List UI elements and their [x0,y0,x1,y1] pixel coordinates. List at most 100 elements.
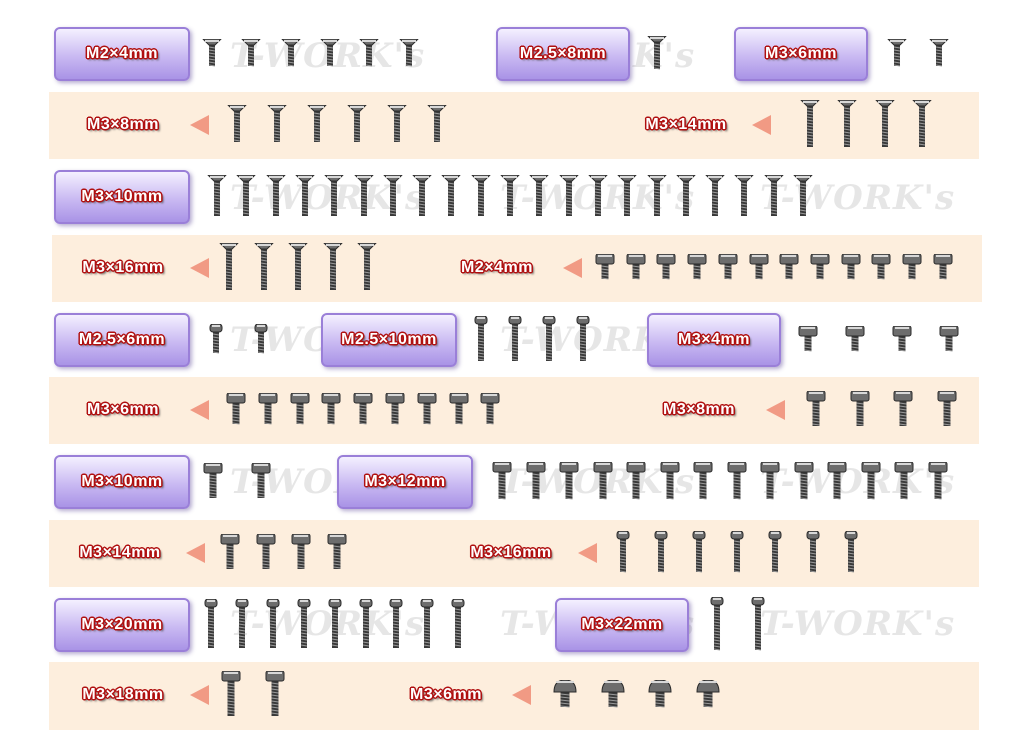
size-label: M2.5×8mm [519,45,607,62]
screw-icon [885,38,909,74]
screw-icon [859,461,883,507]
screw-icon [288,392,312,432]
screw-icon [381,174,405,224]
size-label: M3×8mm [663,401,735,418]
screw-icon [345,104,369,150]
screw-icon [352,174,376,224]
screw-icon [615,174,639,224]
arrow-left-icon [190,685,209,705]
size-label: M3×18mm [82,686,164,703]
screw-icon [357,38,381,74]
screw-icon [319,392,343,432]
size-label: M3×6mm [410,686,482,703]
screw-icon [703,174,727,224]
screw-icon [439,174,463,224]
screw-icon [286,242,310,298]
size-label: M3×22mm [581,616,663,633]
screw-icon [201,462,225,506]
watermark: T-WORK's [230,604,426,644]
arrow-left-icon [578,543,597,563]
screw-icon [648,679,672,715]
arrow-left-icon [190,258,209,278]
screw-icon [385,104,409,150]
arrow-left-icon [563,258,582,278]
screw-icon [325,533,349,577]
screw-icon [293,174,317,224]
screw-icon [586,174,610,224]
screw-icon [478,392,502,432]
size-label: M3×6mm [765,45,837,62]
screw-icon [571,315,595,369]
screw-icon [498,174,522,224]
screw-icon [469,174,493,224]
screw-icon [204,323,228,361]
screw-icon [725,530,749,580]
arrow-left-icon [512,685,531,705]
screw-icon [674,174,698,224]
screw-icon [553,679,577,715]
size-badge: M3×20mm [54,598,190,652]
size-label: M3×16mm [82,259,164,276]
screw-icon [415,392,439,432]
screw-icon [835,99,859,155]
screw-icon [254,533,278,577]
screw-icon [225,104,249,150]
screw-icon [218,533,242,577]
screw-icon [447,392,471,432]
screw-icon [469,315,493,369]
size-badge: M3×10mm [54,455,190,509]
screw-icon [685,253,709,287]
screw-icon [601,679,625,715]
screw-icon [230,598,254,656]
screw-icon [798,99,822,155]
screw-icon [931,253,955,287]
screw-icon [624,461,648,507]
screw-icon [354,598,378,656]
screw-icon [691,461,715,507]
screw-icon [804,390,828,434]
screw-icon [503,315,527,369]
size-label: M3×14mm [79,544,161,561]
screw-icon [910,99,934,155]
screw-icon [900,253,924,287]
size-badge: M2.5×6mm [54,313,190,367]
size-label: M2×4mm [461,259,533,276]
screw-icon [777,253,801,287]
row-band [49,377,979,444]
watermark: T-WORK's [760,178,956,218]
screw-icon [763,530,787,580]
screw-icon [322,174,346,224]
screw-icon [839,530,863,580]
screw-icon [624,253,648,287]
arrow-left-icon [190,115,209,135]
screw-icon [891,390,915,434]
size-label: M2.5×10mm [341,331,437,348]
screw-icon [762,174,786,224]
screw-icon [716,253,740,287]
screw-icon [645,174,669,224]
screw-icon [397,38,421,74]
screw-icon [527,174,551,224]
screw-icon [289,533,313,577]
screw-icon [801,530,825,580]
watermark: T-WORK's [760,462,956,502]
size-label: M3×6mm [87,401,159,418]
screw-icon [323,598,347,656]
size-badge: M3×10mm [54,170,190,224]
screw-icon [725,461,749,507]
screw-icon [264,174,288,224]
screw-icon [927,38,951,74]
size-label: M3×10mm [81,188,163,205]
screw-icon [199,598,223,656]
screw-icon [937,325,961,359]
size-badge: M2.5×10mm [321,313,457,367]
screw-icon [848,390,872,434]
size-label: M2.5×6mm [78,331,166,348]
screw-icon [611,530,635,580]
screw-icon [890,325,914,359]
screw-icon [263,670,287,724]
size-label: M2×4mm [86,45,158,62]
screw-icon [869,253,893,287]
size-badge: M3×22mm [555,598,689,652]
screw-icon [321,242,345,298]
